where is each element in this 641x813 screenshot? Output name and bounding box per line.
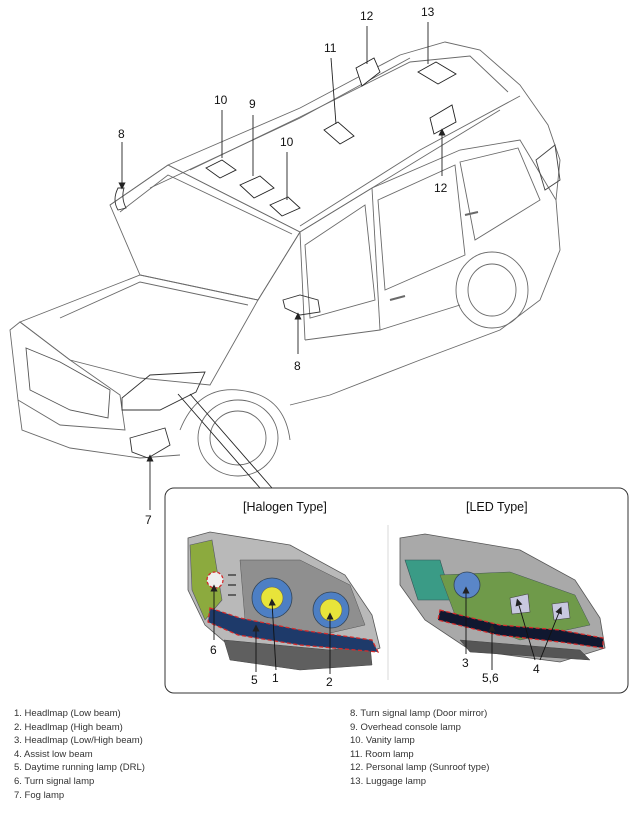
legend-item: 6. Turn signal lamp (14, 775, 95, 787)
legend-item: 13. Luggage lamp (350, 775, 427, 787)
halogen-type-title: [Halogen Type] (243, 500, 327, 514)
callout-13: 13 (421, 5, 435, 19)
leader-lines (118, 22, 446, 510)
legend-item: 10. Vanity lamp (350, 735, 415, 747)
callout-labels: 8 10 9 10 11 12 13 12 8 7 (118, 5, 448, 527)
vehicle-lamp-location-diagram: 8 10 9 10 11 12 13 12 8 7 [Halogen Type]… (9, 5, 629, 694)
inset-callout-3: 3 (462, 656, 469, 670)
callout-12-rear: 12 (434, 181, 448, 195)
legend-left-column: 1. Headlmap (Low beam) 2. Headlmap (High… (14, 707, 314, 802)
callout-8-mirror-right: 8 (294, 359, 301, 373)
roof-lamp-markers (205, 57, 457, 217)
legend-item: 8. Turn signal lamp (Door mirror) (350, 708, 488, 719)
callout-8-mirror-left: 8 (118, 127, 125, 141)
halogen-headlamp-illustration (187, 531, 381, 671)
car-outline (9, 41, 561, 477)
legend-item: 3. Headlmap (Low/High beam) (14, 735, 143, 747)
legend-item: 4. Assist low beam (14, 748, 93, 760)
led-headlamp-illustration (399, 533, 606, 663)
inset-callout-2: 2 (326, 675, 333, 689)
legend-item: 12. Personal lamp (Sunroof type) (350, 762, 490, 774)
callout-10-right: 10 (280, 135, 294, 149)
legend-item: 1. Headlmap (Low beam) (14, 708, 121, 719)
inset-callout-5: 5 (251, 673, 258, 687)
callout-12-top: 12 (360, 9, 374, 23)
legend-item: 7. Fog lamp (14, 789, 65, 801)
legend-item: 5. Daytime running lamp (DRL) (14, 762, 145, 774)
callout-11: 11 (324, 41, 337, 55)
legend-item: 9. Overhead console lamp (350, 721, 461, 733)
inset-callout-4: 4 (533, 662, 540, 676)
inset-leader-lines (210, 584, 563, 674)
inset-callout-5-6: 5,6 (482, 671, 499, 685)
callout-10-left: 10 (214, 93, 228, 107)
legend-right-column: 8. Turn signal lamp (Door mirror) 9. Ove… (350, 707, 641, 789)
led-type-title: [LED Type] (466, 500, 528, 514)
inset-callout-labels: 6 5 1 2 3 5,6 4 (210, 643, 540, 689)
inset-callout-6: 6 (210, 643, 217, 657)
legend-item: 11. Room lamp (350, 748, 414, 760)
callout-7: 7 (145, 513, 152, 527)
legend-item: 2. Headlmap (High beam) (14, 721, 123, 733)
callout-9: 9 (249, 97, 256, 111)
inset-callout-1: 1 (272, 671, 279, 685)
